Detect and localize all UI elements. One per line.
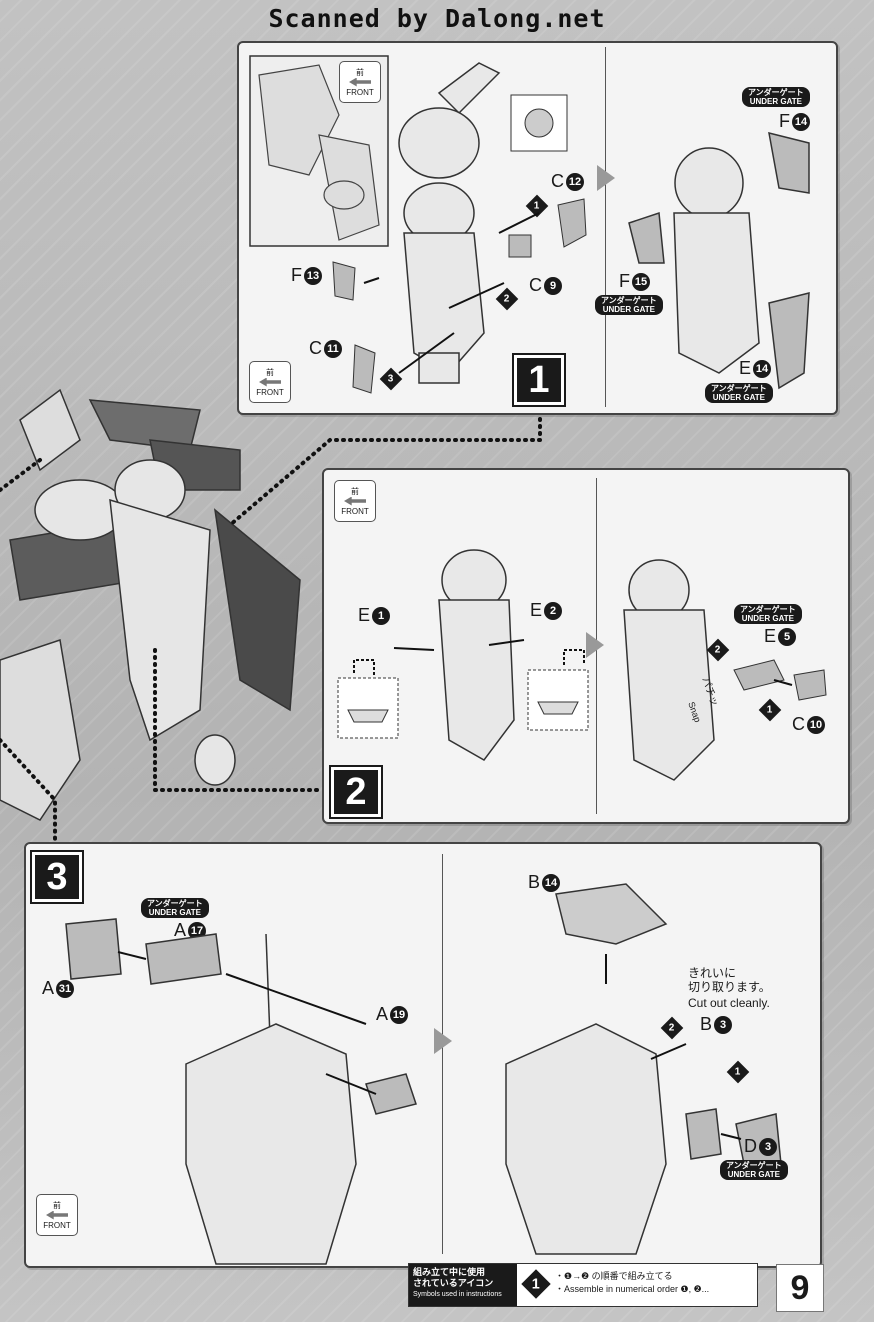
front-label-en: FRONT (341, 506, 369, 516)
note-jp-line-2: 切り取ります。 (688, 980, 771, 994)
symbols-legend: 組み立て中に使用 されているアイコン Symbols used in instr… (408, 1263, 758, 1307)
torso-drawing-step-3-result (505, 883, 782, 1255)
legend-line-jp: ・❶→❷ の順番で組み立てる (555, 1271, 673, 1281)
leg-drawing-step-2-result (623, 559, 715, 781)
step-3-number: 3 (30, 850, 84, 904)
front-arrow-icon (349, 77, 371, 87)
page-number: 9 (776, 1264, 824, 1312)
part-f13-drawing (332, 261, 356, 301)
legend-header-jp-1: 組み立て中に使用 (413, 1267, 486, 1277)
small-part-detail (510, 94, 568, 152)
legend-line-en: ・Assemble in numerical order ❶, ❷... (555, 1284, 710, 1294)
note-en: Cut out cleanly. (688, 996, 770, 1010)
legend-header: 組み立て中に使用 されているアイコン Symbols used in instr… (409, 1264, 517, 1306)
order-diamond-icon: 1 (521, 1269, 551, 1299)
front-arrow-icon (46, 1210, 68, 1220)
part-c11-drawing (352, 344, 376, 394)
front-indicator: 前 FRONT (339, 61, 381, 103)
legend-text: ・❶→❷ の順番で組み立てる ・Assemble in numerical or… (555, 1264, 709, 1306)
step-2-parts-e5-c10 (733, 659, 827, 701)
step-3-divider (442, 854, 443, 1254)
scan-watermark: Scanned by Dalong.net (268, 4, 606, 33)
next-state-arrow-2 (586, 632, 604, 658)
assembled-model-illustration (0, 388, 301, 821)
front-indicator: 前 FRONT (36, 1194, 78, 1236)
front-indicator: 前 FRONT (334, 480, 376, 522)
front-arrow-icon (259, 377, 281, 387)
front-label-jp: 前 (53, 1200, 61, 1210)
torso-drawing-step-3 (65, 918, 417, 1265)
note-jp-line-1: きれいに (688, 966, 737, 980)
step-1-number: 1 (512, 353, 566, 407)
front-label-jp: 前 (351, 486, 359, 496)
front-label-jp: 前 (266, 367, 274, 377)
leg-drawing-step-2 (438, 549, 515, 761)
part-c12-drawing (557, 198, 587, 248)
front-label-jp: 前 (356, 67, 364, 77)
legend-header-jp-2: されているアイコン (413, 1278, 494, 1288)
next-state-arrow-1 (597, 165, 615, 191)
step-1-divider (605, 47, 606, 407)
front-indicator: 前 FRONT (249, 361, 291, 403)
front-label-en: FRONT (346, 87, 374, 97)
front-label-en: FRONT (256, 387, 284, 397)
arm-assembly-drawing (628, 131, 810, 390)
front-arrow-icon (344, 496, 366, 506)
step-2-left-arrows (337, 639, 589, 739)
step-2-number: 2 (329, 765, 383, 819)
step-1-assembly-arrows (363, 212, 540, 374)
legend-header-en: Symbols used in instructions (413, 1291, 502, 1298)
next-state-arrow-3 (434, 1028, 452, 1054)
front-label-en: FRONT (43, 1220, 71, 1230)
leg-assembly-drawing (398, 62, 501, 384)
part-c9-drawing (508, 234, 532, 258)
